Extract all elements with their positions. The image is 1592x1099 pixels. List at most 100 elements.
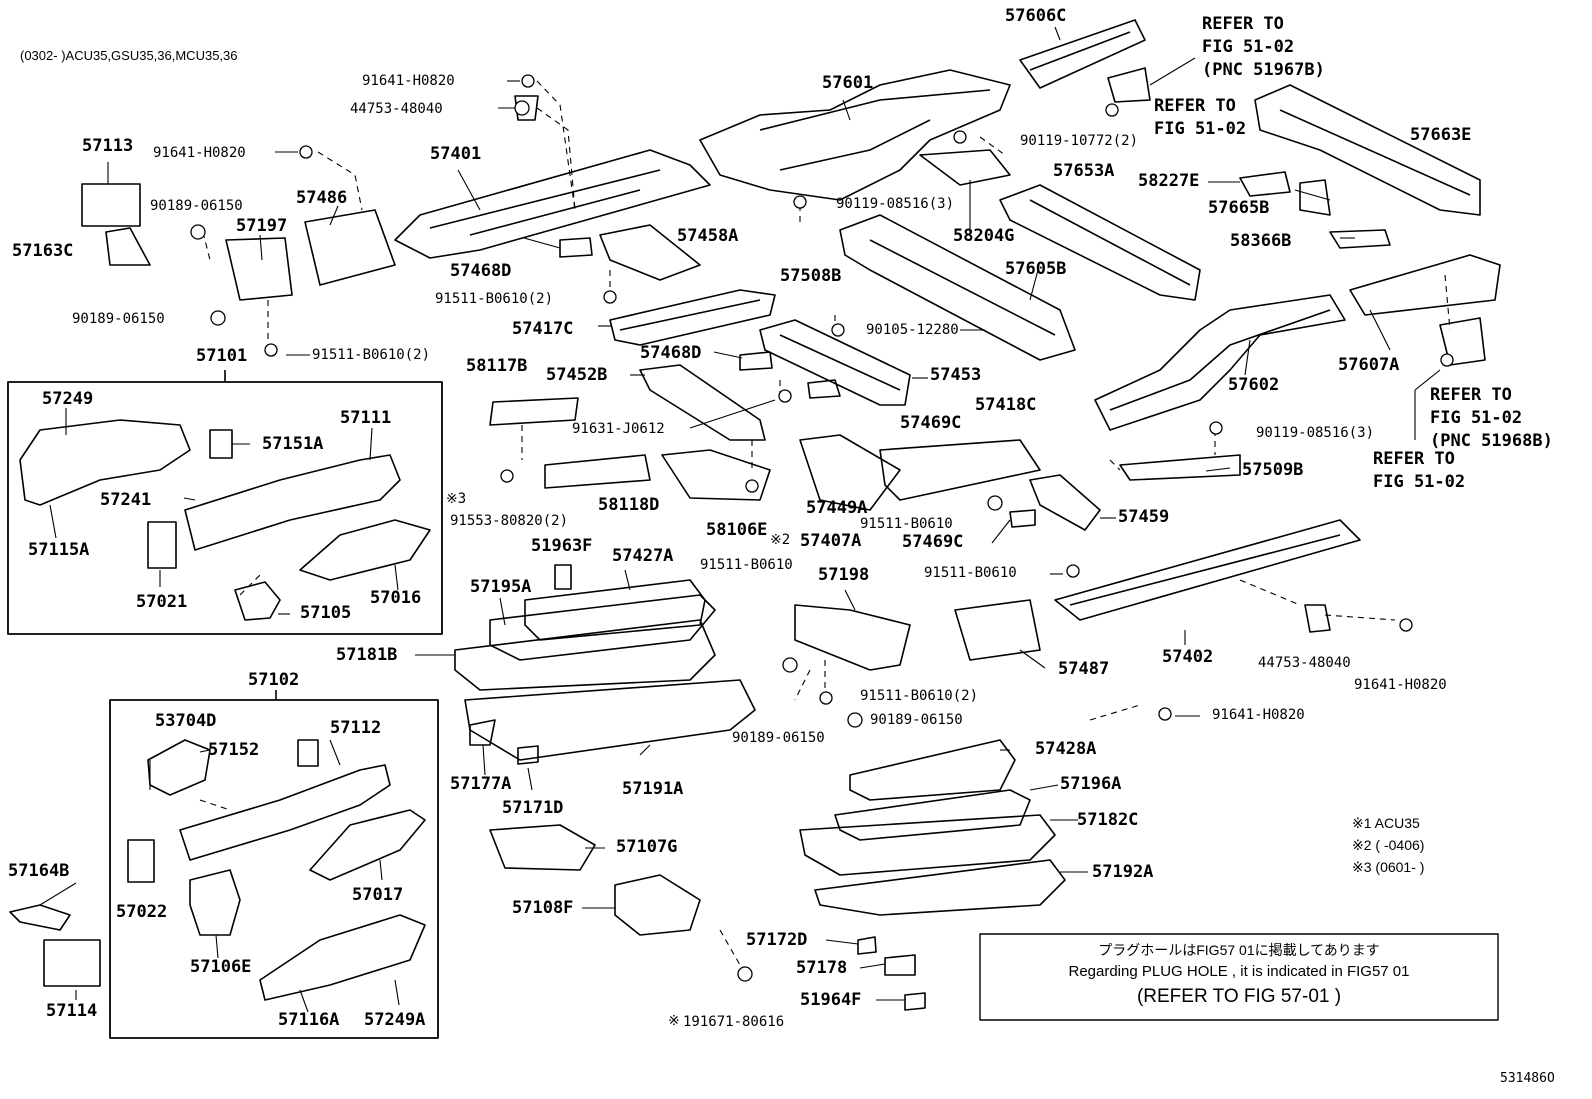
part-label-91641-H0820-d[interactable]: 91641-H0820 — [1212, 707, 1305, 723]
part-label-57452B[interactable]: 57452B — [546, 365, 608, 385]
part-label-91631-J0612[interactable]: 91631-J0612 — [572, 421, 665, 437]
part-label-191671-80616[interactable]: 191671-80616 — [683, 1014, 785, 1030]
part-label-91641-H0820-a[interactable]: 91641-H0820 — [362, 73, 455, 89]
part-label-57401[interactable]: 57401 — [430, 144, 482, 164]
legend-3: ※3 (0601- ) — [1352, 859, 1425, 875]
part-label-91511-B0610-a[interactable]: 91511-B0610 — [860, 516, 953, 532]
part-label-58227E[interactable]: 58227E — [1138, 171, 1200, 191]
part-label-57459[interactable]: 57459 — [1118, 507, 1170, 527]
part-label-91511-B0610-2-b[interactable]: 91511-B0610(2) — [435, 291, 554, 307]
part-label-58106E[interactable]: 58106E — [706, 520, 768, 540]
part-label-90189-06150-d[interactable]: 90189-06150 — [732, 730, 825, 746]
part-label-57114[interactable]: 57114 — [46, 1001, 98, 1021]
part-label-90119-08516-3-a[interactable]: 90119-08516(3) — [836, 196, 955, 212]
notice-box — [979, 933, 1499, 1021]
part-label-57182C[interactable]: 57182C — [1077, 810, 1139, 830]
part-label-91641-H0820-b[interactable]: 91641-H0820 — [153, 145, 246, 161]
part-label-91511-B0610-2-c[interactable]: 91511-B0610(2) — [860, 688, 979, 704]
part-label-57602[interactable]: 57602 — [1228, 375, 1280, 395]
part-label-57115A[interactable]: 57115A — [28, 540, 90, 560]
part-label-57181B[interactable]: 57181B — [336, 645, 398, 665]
part-label-57449A[interactable]: 57449A — [806, 498, 868, 518]
part-label-53704D[interactable]: 53704D — [155, 711, 217, 731]
part-label-57192A[interactable]: 57192A — [1092, 862, 1154, 882]
part-label-57152[interactable]: 57152 — [208, 740, 260, 760]
part-label-58117B[interactable]: 58117B — [466, 356, 528, 376]
part-label-57402[interactable]: 57402 — [1162, 647, 1214, 667]
part-label-57606C[interactable]: 57606C — [1005, 6, 1067, 26]
part-label-57021[interactable]: 57021 — [136, 592, 188, 612]
part-label-57111[interactable]: 57111 — [340, 408, 392, 428]
part-label-57172D[interactable]: 57172D — [746, 930, 808, 950]
part-label-90119-10772-2[interactable]: 90119-10772(2) — [1020, 133, 1139, 149]
part-label-57486[interactable]: 57486 — [296, 188, 348, 208]
part-label-57177A[interactable]: 57177A — [450, 774, 512, 794]
part-label-57407A[interactable]: 57407A — [800, 531, 862, 551]
part-label-57607A[interactable]: 57607A — [1338, 355, 1400, 375]
part-label-57198[interactable]: 57198 — [818, 565, 870, 585]
part-label-57016[interactable]: 57016 — [370, 588, 422, 608]
part-label-90189-06150-a[interactable]: 90189-06150 — [150, 198, 243, 214]
part-label-57605B[interactable]: 57605B — [1005, 259, 1067, 279]
part-label-57653A[interactable]: 57653A — [1053, 161, 1115, 181]
part-label-57601[interactable]: 57601 — [822, 73, 874, 93]
refer-1-line1: REFER TO — [1202, 14, 1284, 34]
part-label-57468D-b[interactable]: 57468D — [640, 343, 702, 363]
part-label-51964F[interactable]: 51964F — [800, 990, 862, 1010]
part-label-91511-B0610-2-a[interactable]: 91511-B0610(2) — [312, 347, 431, 363]
part-label-57196A[interactable]: 57196A — [1060, 774, 1122, 794]
part-label-57151A[interactable]: 57151A — [262, 434, 324, 454]
part-label-57468D-a[interactable]: 57468D — [450, 261, 512, 281]
part-label-57487[interactable]: 57487 — [1058, 659, 1110, 679]
part-label-44753-48040-a[interactable]: 44753-48040 — [350, 101, 443, 117]
part-label-57191A[interactable]: 57191A — [622, 779, 684, 799]
part-label-57178[interactable]: 57178 — [796, 958, 848, 978]
part-label-57116A[interactable]: 57116A — [278, 1010, 340, 1030]
part-label-58118D[interactable]: 58118D — [598, 495, 660, 515]
part-label-57112[interactable]: 57112 — [330, 718, 382, 738]
part-label-57107G[interactable]: 57107G — [616, 837, 678, 857]
part-label-57017[interactable]: 57017 — [352, 885, 404, 905]
part-label-57508B[interactable]: 57508B — [780, 266, 842, 286]
part-label-91511-B0610-c[interactable]: 91511-B0610 — [700, 557, 793, 573]
part-label-57417C[interactable]: 57417C — [512, 319, 574, 339]
part-label-57106E[interactable]: 57106E — [190, 957, 252, 977]
part-label-91511-B0610-b[interactable]: 91511-B0610 — [924, 565, 1017, 581]
part-label-57197[interactable]: 57197 — [236, 216, 288, 236]
part-label-90105-12280[interactable]: 90105-12280 — [866, 322, 959, 338]
part-label-44753-48040-b[interactable]: 44753-48040 — [1258, 655, 1351, 671]
part-label-57101[interactable]: 57101 — [196, 346, 248, 366]
part-label-57663E[interactable]: 57663E — [1410, 125, 1472, 145]
part-label-57022[interactable]: 57022 — [116, 902, 168, 922]
part-label-57108F[interactable]: 57108F — [512, 898, 574, 918]
part-label-57164B[interactable]: 57164B — [8, 861, 70, 881]
part-label-57427A[interactable]: 57427A — [612, 546, 674, 566]
part-label-57195A[interactable]: 57195A — [470, 577, 532, 597]
part-label-58204G[interactable]: 58204G — [953, 226, 1015, 246]
part-label-57102[interactable]: 57102 — [248, 670, 300, 690]
part-label-57418C[interactable]: 57418C — [975, 395, 1037, 415]
part-label-57241[interactable]: 57241 — [100, 490, 152, 510]
part-label-57249[interactable]: 57249 — [42, 389, 94, 409]
part-label-57458A[interactable]: 57458A — [677, 226, 739, 246]
part-label-57428A[interactable]: 57428A — [1035, 739, 1097, 759]
part-label-91641-H0820-c[interactable]: 91641-H0820 — [1354, 677, 1447, 693]
part-label-90189-06150-b[interactable]: 90189-06150 — [72, 311, 165, 327]
part-label-91553-80820-2[interactable]: 91553-80820(2) — [450, 513, 569, 529]
part-label-57163C[interactable]: 57163C — [12, 241, 74, 261]
part-label-57665B[interactable]: 57665B — [1208, 198, 1270, 218]
part-label-51963F[interactable]: 51963F — [531, 536, 593, 556]
part-label-57469C-a[interactable]: 57469C — [900, 413, 962, 433]
part-label-57249A[interactable]: 57249A — [364, 1010, 426, 1030]
part-label-57113[interactable]: 57113 — [82, 136, 134, 156]
refer-2-line2: FIG 51-02 — [1154, 119, 1247, 139]
part-label-57105[interactable]: 57105 — [300, 603, 352, 623]
part-label-57469C-b[interactable]: 57469C — [902, 532, 964, 552]
part-label-57171D[interactable]: 57171D — [502, 798, 564, 818]
refer-3-line2: FIG 51-02 — [1430, 408, 1523, 428]
part-label-57509B[interactable]: 57509B — [1242, 460, 1304, 480]
part-label-57453[interactable]: 57453 — [930, 365, 982, 385]
part-label-90189-06150-c[interactable]: 90189-06150 — [870, 712, 963, 728]
part-label-58366B[interactable]: 58366B — [1230, 231, 1292, 251]
part-label-90119-08516-3-b[interactable]: 90119-08516(3) — [1256, 425, 1375, 441]
